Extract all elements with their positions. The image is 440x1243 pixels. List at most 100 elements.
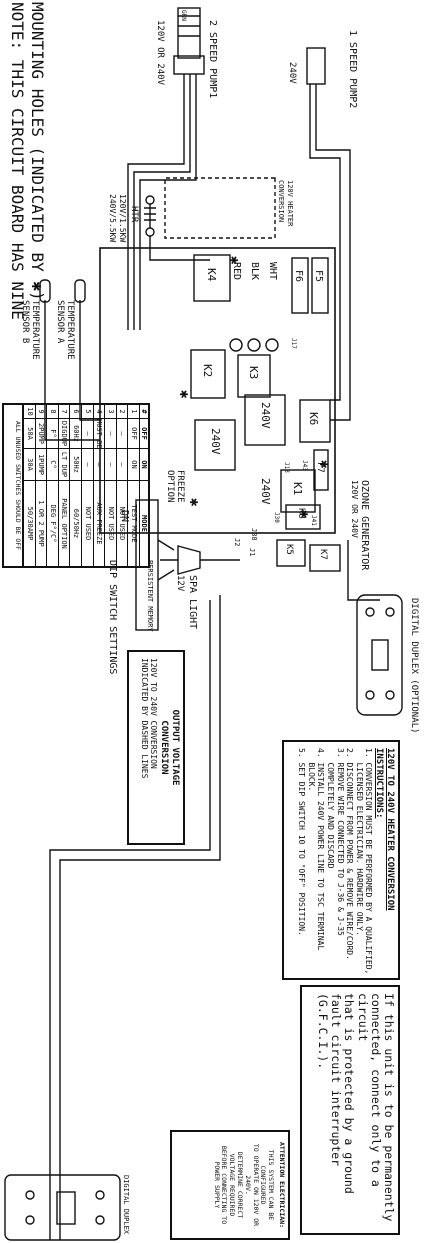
heater-conversion-line2: CONVERSION bbox=[277, 180, 285, 222]
volt-label-3: 240V bbox=[259, 478, 272, 505]
spa-light-line1: SPA LIGHT bbox=[187, 575, 198, 629]
dip-cell-num: 6 bbox=[70, 405, 82, 419]
dip-cell-off: — bbox=[116, 419, 128, 449]
spa-light-icon bbox=[177, 545, 201, 575]
dip-cell-on: — bbox=[93, 449, 105, 481]
heater-conversion-line1: 120V HEATER bbox=[286, 180, 294, 227]
attention-line3: DETERMINE CORRECT VOLTAGE REQUIRED bbox=[228, 1151, 245, 1219]
dip-cell-off: DIGDUP bbox=[58, 419, 70, 449]
terminal-red bbox=[229, 338, 243, 352]
pump2-wire-2 bbox=[309, 84, 341, 401]
dip-cell-mode: NOT USED bbox=[118, 506, 127, 541]
dip-row: 3——NOT USED bbox=[104, 405, 116, 566]
dip-cell-mode: NOT USED bbox=[106, 506, 115, 541]
heater-label: HTR bbox=[129, 206, 139, 223]
mount-mark-5: ✱ bbox=[296, 510, 312, 519]
jack-j43: J43 bbox=[301, 460, 308, 471]
relay-k7 bbox=[309, 544, 341, 572]
dip-cell-num: 9 bbox=[35, 405, 47, 419]
pump1-motor bbox=[173, 7, 205, 75]
mount-mark-2: ✱ bbox=[176, 390, 192, 399]
dip-cell-num: 2 bbox=[116, 405, 128, 419]
dip-cell-off: — bbox=[105, 419, 116, 449]
dip-cell-mode: NOT USED bbox=[83, 506, 92, 541]
instruction-item: 2. DISCONNECT FROM POWER & REMOVE WIRE/C… bbox=[345, 748, 355, 960]
freeze-option-line1: FREEZE bbox=[175, 470, 185, 503]
duplex-opt-button-3 bbox=[385, 690, 395, 700]
pump2-voltage: 240V bbox=[287, 62, 297, 84]
dip-cell-num: 5 bbox=[82, 405, 93, 419]
relay-k8 bbox=[285, 504, 321, 530]
dip-cell-on: 30A bbox=[24, 449, 35, 481]
instruction-item: 4. INSTALL 240V POWER LINE TO TSC TERMIN… bbox=[316, 748, 326, 951]
duplex-opt-button-1 bbox=[385, 607, 395, 617]
note-line-1: NOTE: THIS CIRCUIT BOARD HAS NINE bbox=[8, 2, 27, 320]
mount-mark-1: ✱ bbox=[226, 256, 242, 265]
temp-sensor-b-line2: SENSOR B bbox=[20, 300, 30, 343]
instruction-item: 5. SET DIP SWITCH 10 TO "OFF" POSITION. bbox=[297, 748, 307, 936]
terminal-blk bbox=[247, 338, 261, 352]
duplex-button-3 bbox=[25, 1190, 35, 1200]
fuse-f7-label: F7 bbox=[315, 462, 325, 473]
relay-k8-label: K8 bbox=[296, 508, 306, 519]
dip-cell-on: LT DUP bbox=[58, 449, 70, 481]
duplex-opt-button-4 bbox=[365, 690, 375, 700]
relay-k2-label: K2 bbox=[201, 364, 214, 377]
attention-line4: BEFORE CONNECTING TO POWER SUPPLY bbox=[212, 1145, 229, 1225]
dip-cell-off: OFF bbox=[128, 419, 139, 449]
relay-k4 bbox=[193, 254, 231, 302]
ozone-line2: 120V OR 240V bbox=[350, 480, 359, 538]
attention-electrician: ATTENTION ELECTRICIAN: THIS SYSTEM CAN B… bbox=[170, 1130, 290, 1240]
attention-line1: THIS SYSTEM CAN BE CONFIGURED bbox=[259, 1149, 276, 1221]
jack-j30: J30 bbox=[273, 512, 280, 523]
attention-line2: TO OPERATE ON 120V OR 240V. bbox=[243, 1143, 260, 1227]
circuit-board bbox=[99, 247, 336, 534]
instruction-item: 1. CONVERSION MUST BE PERFORMED BY A QUA… bbox=[364, 748, 374, 975]
spa-light-rays bbox=[157, 539, 178, 581]
duplex-display bbox=[56, 1191, 76, 1225]
relay-k1-label: K1 bbox=[291, 482, 304, 495]
dip-header-num: # bbox=[140, 405, 148, 419]
dip-dn-label: DN bbox=[119, 510, 130, 522]
relay-k3 bbox=[237, 354, 271, 398]
duplex-button-4 bbox=[25, 1215, 35, 1225]
temp-sensor-b-wire bbox=[44, 300, 100, 441]
wire-label-red: RED bbox=[231, 262, 242, 280]
instruction-item: 3. REMOVE WIRE CONNECTED TO J-36 & J-35 bbox=[335, 748, 345, 936]
temp-sensor-a-line2: SENSOR A bbox=[55, 300, 65, 344]
relay-k7-label: K7 bbox=[318, 549, 328, 560]
heater-rating-2: 240V/5.5KW bbox=[108, 194, 117, 242]
dip-cell-num: 3 bbox=[105, 405, 116, 419]
dip-cell-off: MUST BE "OFF" bbox=[93, 419, 105, 449]
terminal-wht bbox=[265, 338, 279, 352]
output-conversion-line2: INDICATED BY DASHED LINES bbox=[139, 658, 149, 779]
dip-footer: ALL UNUSED SWITCHES SHOULD BE OFF bbox=[14, 405, 24, 566]
jack-j13: J13 bbox=[283, 462, 290, 473]
dip-cell-num: 10 bbox=[24, 405, 35, 419]
pump2-wire-1 bbox=[315, 84, 351, 421]
fuse-f5-label: F5 bbox=[313, 270, 324, 282]
ozone-line1: OZONE GENERATOR bbox=[359, 480, 370, 571]
heater-rating-1: 120V/1.5KW bbox=[118, 194, 127, 242]
relay-k6 bbox=[299, 399, 331, 443]
jack-j1: J1 bbox=[248, 548, 256, 556]
dip-cell-num: 8 bbox=[47, 405, 58, 419]
dip-cell-on: C° bbox=[47, 449, 58, 481]
dip-cell-num: 7 bbox=[58, 405, 70, 419]
jack-j2: J2 bbox=[233, 538, 241, 546]
dip-switch-block bbox=[135, 499, 159, 631]
instructions-list: 1. CONVERSION MUST BE PERFORMED BY A QUA… bbox=[297, 748, 374, 975]
digital-duplex-label-2: DIGITAL DUPLEX bbox=[122, 1175, 130, 1235]
pump2-motor bbox=[306, 47, 326, 85]
dip-row: 5——NOT USED bbox=[81, 405, 93, 566]
ozone-wire bbox=[347, 540, 380, 601]
dip-cell-on: — bbox=[105, 449, 116, 481]
temp-sensor-a-probe bbox=[74, 279, 86, 303]
